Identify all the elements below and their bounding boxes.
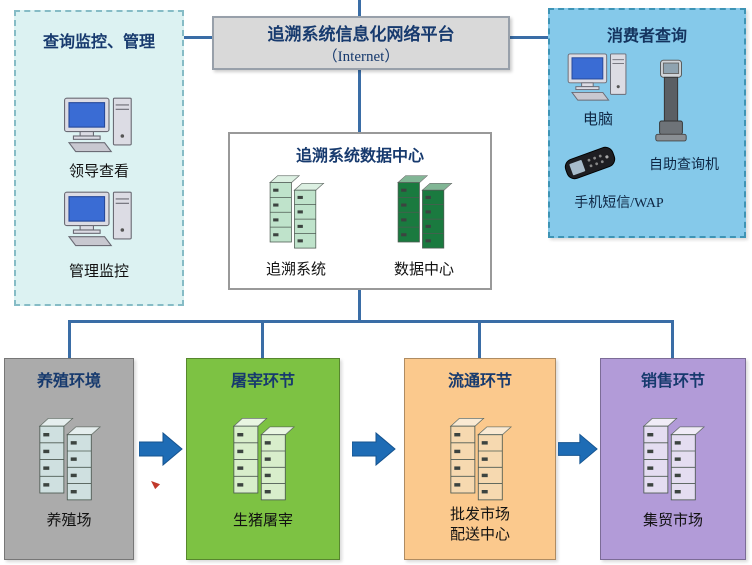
chain-box-farm: 养殖环境 养殖场: [4, 358, 134, 560]
stray-cursor-artifact: [148, 479, 162, 491]
connector-bus: [68, 320, 674, 323]
connector-platform-monitor: [184, 36, 212, 39]
sales-title: 销售环节: [640, 373, 705, 390]
leader-view-label: 领导查看: [68, 164, 129, 180]
server-icon: [637, 407, 709, 507]
connector-top-stub: [358, 0, 361, 16]
flow-arrow-icon: [139, 432, 183, 466]
consumer-panel-title: 消费者查询: [606, 28, 687, 45]
slaughter-label: 生猪屠宰: [232, 512, 293, 529]
connector-datacenter-bus: [358, 290, 361, 320]
data-center-label: 数据中心: [393, 262, 454, 278]
connector-drop-farm: [68, 320, 71, 358]
platform-title: 追溯系统信息化网络平台: [267, 25, 455, 44]
platform-box: 追溯系统信息化网络平台 （Internet）: [212, 16, 510, 70]
phone-label: 手机短信/WAP: [574, 196, 664, 211]
data-center-server: 数据中心: [392, 164, 456, 279]
flow-arrow-icon: [558, 433, 598, 465]
monitor-panel-title: 查询监控、管理: [42, 34, 155, 51]
connector-drop-circulation: [478, 320, 481, 358]
computer-icon: [61, 190, 137, 250]
chain-box-circulation: 流通环节 批发市场 配送中心: [404, 358, 556, 560]
chain-box-slaughter: 屠宰环节 生猪屠宰: [186, 358, 340, 560]
circulation-title: 流通环节: [447, 373, 512, 390]
connector-drop-slaughter: [261, 320, 264, 358]
data-center-servers: 追溯系统 数据中心: [230, 164, 490, 279]
phone-icon: [560, 140, 620, 186]
server-icon: [444, 407, 516, 507]
server-icon: [264, 164, 328, 256]
connector-platform-datacenter: [358, 70, 361, 132]
kiosk-icon: [652, 54, 690, 150]
server-icon: [227, 407, 299, 507]
consumer-panel: 消费者查询 电脑 自助查询机 手机短信/WAP: [548, 8, 746, 238]
computer-icon: [61, 96, 137, 156]
flow-arrow-icon: [352, 432, 396, 466]
circulation-label: 批发市场 配送中心: [449, 506, 510, 543]
management-monitor-label: 管理监控: [68, 264, 129, 280]
sales-label: 集贸市场: [642, 512, 703, 529]
trace-system-server: 追溯系统: [264, 164, 328, 279]
computer-icon: [566, 52, 630, 104]
computer-label: 电脑: [582, 112, 613, 128]
data-center-box: 追溯系统数据中心 追溯系统 数据中心: [228, 132, 492, 290]
server-icon: [392, 164, 456, 256]
farm-title: 养殖环境: [36, 373, 101, 390]
kiosk-label: 自助查询机: [649, 158, 719, 173]
monitor-panel: 查询监控、管理 领导查看 管理监控: [14, 10, 184, 306]
connector-platform-consumer: [510, 36, 548, 39]
data-center-title: 追溯系统数据中心: [295, 148, 424, 165]
chain-box-sales: 销售环节 集贸市场: [600, 358, 746, 560]
slaughter-title: 屠宰环节: [230, 373, 295, 390]
platform-subtitle: （Internet）: [322, 49, 400, 65]
farm-label: 养殖场: [46, 512, 92, 529]
trace-system-label: 追溯系统: [265, 262, 326, 278]
connector-drop-sales: [671, 320, 674, 358]
server-icon: [33, 407, 105, 507]
